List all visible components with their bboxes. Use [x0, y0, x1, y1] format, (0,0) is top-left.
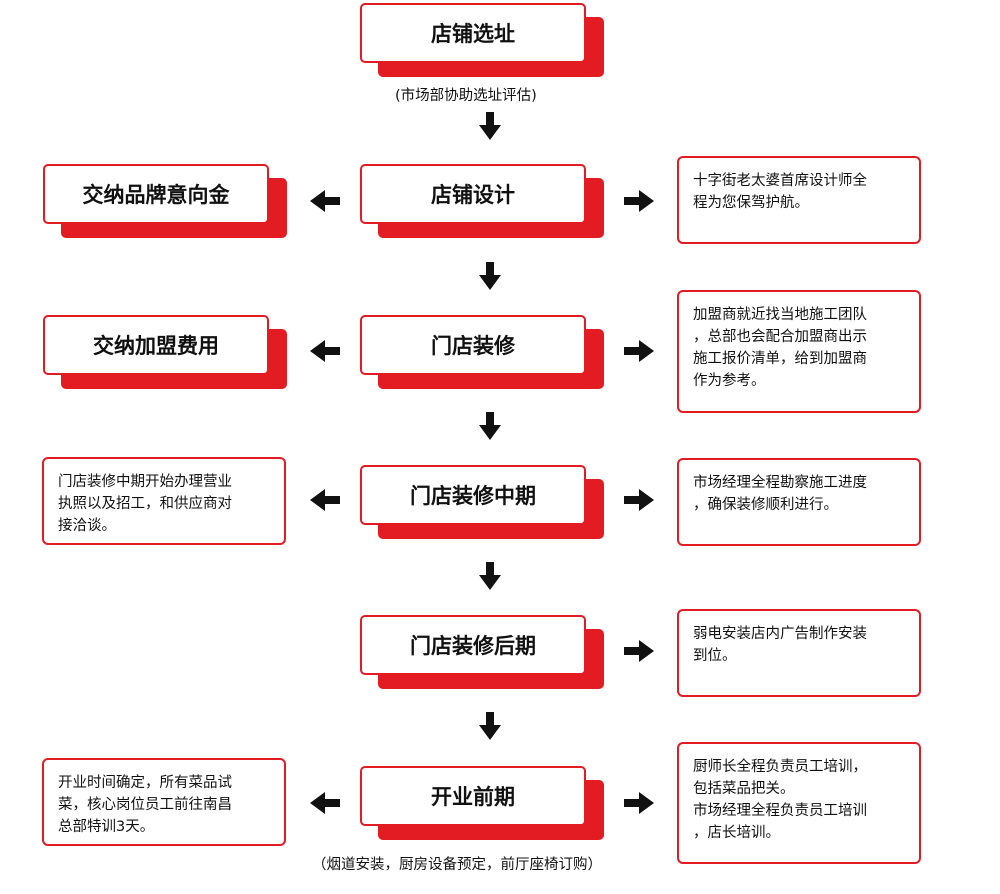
arrow-right-icon [624, 340, 654, 362]
pre-opening-caption: （烟道安装，厨房设备预定，前厅座椅订购） [312, 857, 602, 873]
note-line: 开业时间确定，所有菜品试 [58, 775, 232, 791]
note-line: 接洽谈。 [58, 518, 116, 534]
left-box-label: 交纳品牌意向金 [43, 164, 269, 224]
step-label: 开业前期 [360, 766, 586, 826]
left-box-label: 交纳加盟费用 [43, 315, 269, 375]
arrow-left-icon [310, 190, 340, 212]
arrow-down-icon [479, 412, 501, 440]
note-line: ，店长培训。 [693, 825, 780, 841]
step-label: 门店装修 [360, 315, 586, 375]
right-note-late: 弱电安装店内广告制作安装 到位。 [677, 609, 921, 697]
step-label: 店铺选址 [360, 3, 586, 63]
step-label: 店铺设计 [360, 164, 586, 224]
left-note-mid: 门店装修中期开始办理营业 执照以及招工，和供应商对 接洽谈。 [42, 457, 286, 545]
arrow-right-icon [624, 489, 654, 511]
arrow-right-icon [624, 792, 654, 814]
left-note-pre-opening: 开业时间确定，所有菜品试 菜，核心岗位员工前往南昌 总部特训3天。 [42, 758, 286, 846]
note-line: ，总部也会配合加盟商出示 [693, 329, 867, 345]
right-note-pre-opening: 厨师长全程负责员工培训， 包括菜品把关。 市场经理全程负责员工培训 ，店长培训。 [677, 742, 921, 864]
note-line: 程为您保驾护航。 [693, 195, 809, 211]
site-selection-caption: (市场部协助选址评估) [395, 88, 537, 104]
step-renovation: 门店装修 [360, 315, 604, 389]
right-note-design: 十字街老太婆首席设计师全 程为您保驾护航。 [677, 156, 921, 244]
arrow-down-icon [479, 262, 501, 290]
left-box-franchise-fee: 交纳加盟费用 [43, 315, 287, 389]
note-line: 市场经理全程勘察施工进度 [693, 475, 867, 491]
note-line: 菜，核心岗位员工前往南昌 [58, 797, 232, 813]
step-label: 门店装修后期 [360, 615, 586, 675]
left-box-intent-deposit: 交纳品牌意向金 [43, 164, 287, 238]
note-line: 总部特训3天。 [58, 819, 155, 835]
note-line: 门店装修中期开始办理营业 [58, 474, 232, 490]
step-pre-opening: 开业前期 [360, 766, 604, 840]
arrow-down-icon [479, 112, 501, 140]
note-line: ，确保装修顺利进行。 [693, 497, 838, 513]
note-line: 执照以及招工，和供应商对 [58, 496, 232, 512]
arrow-right-icon [624, 190, 654, 212]
step-store-design: 店铺设计 [360, 164, 604, 238]
note-line: 厨师长全程负责员工培训， [693, 759, 867, 775]
note-line: 包括菜品把关。 [693, 781, 795, 797]
arrow-down-icon [479, 712, 501, 740]
step-label: 门店装修中期 [360, 465, 586, 525]
arrow-left-icon [310, 489, 340, 511]
right-note-mid: 市场经理全程勘察施工进度 ，确保装修顺利进行。 [677, 458, 921, 546]
note-line: 加盟商就近找当地施工团队 [693, 307, 867, 323]
arrow-down-icon [479, 562, 501, 590]
step-renovation-late: 门店装修后期 [360, 615, 604, 689]
note-line: 作为参考。 [693, 373, 766, 389]
step-site-selection: 店铺选址 [360, 3, 604, 77]
note-line: 十字街老太婆首席设计师全 [693, 173, 867, 189]
note-line: 施工报价清单，给到加盟商 [693, 351, 867, 367]
note-line: 弱电安装店内广告制作安装 [693, 626, 867, 642]
note-line: 市场经理全程负责员工培训 [693, 803, 867, 819]
step-renovation-mid: 门店装修中期 [360, 465, 604, 539]
arrow-left-icon [310, 792, 340, 814]
right-note-renovation: 加盟商就近找当地施工团队 ，总部也会配合加盟商出示 施工报价清单，给到加盟商 作… [677, 290, 921, 413]
arrow-left-icon [310, 340, 340, 362]
note-line: 到位。 [693, 648, 737, 664]
arrow-right-icon [624, 640, 654, 662]
